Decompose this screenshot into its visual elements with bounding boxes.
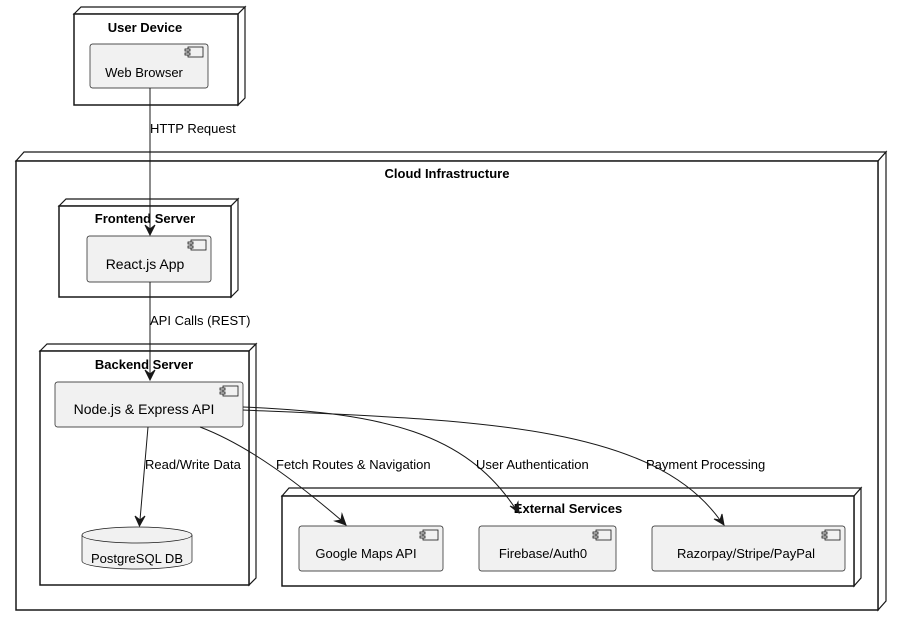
http-request-label: HTTP Request	[150, 121, 236, 136]
edge-user-authentication: User Authentication	[242, 406, 589, 515]
web-browser-component: Web Browser	[89, 43, 209, 89]
postgresql-db-component: PostgreSQL DB	[81, 526, 193, 570]
postgresql-db-label: PostgreSQL DB	[91, 551, 183, 566]
component-icon	[219, 385, 239, 397]
react-app-component: React.js App	[86, 235, 212, 283]
edge-api-calls: API Calls (REST)	[144, 282, 250, 382]
component-icon	[187, 239, 207, 251]
edge-payment-processing: Payment Processing	[242, 409, 765, 526]
google-maps-api-label: Google Maps API	[315, 546, 416, 561]
database-cylinder-icon	[81, 526, 193, 544]
node-express-api-component: Node.js & Express API	[54, 381, 244, 428]
frontend-server-title: Frontend Server	[95, 211, 195, 226]
edge-http-request: HTTP Request	[144, 88, 236, 237]
external-services-title: External Services	[514, 501, 622, 516]
payment-processing-label: Payment Processing	[646, 457, 765, 472]
user-device-title: User Device	[108, 20, 182, 35]
component-icon	[419, 529, 439, 541]
google-maps-api-component: Google Maps API	[298, 525, 444, 572]
user-authentication-label: User Authentication	[476, 457, 589, 472]
payment-gateways-component: Razorpay/Stripe/PayPal	[651, 525, 846, 572]
firebase-auth0-component: Firebase/Auth0	[478, 525, 617, 572]
edge-fetch-routes: Fetch Routes & Navigation	[199, 426, 431, 526]
cloud-infrastructure-title: Cloud Infrastructure	[385, 166, 510, 181]
component-icon	[184, 46, 204, 58]
firebase-auth0-label: Firebase/Auth0	[499, 546, 587, 561]
node-express-api-label: Node.js & Express API	[74, 401, 215, 417]
web-browser-label: Web Browser	[105, 65, 183, 80]
react-app-label: React.js App	[106, 256, 185, 272]
component-icon	[592, 529, 612, 541]
api-calls-label: API Calls (REST)	[150, 313, 250, 328]
read-write-data-label: Read/Write Data	[145, 457, 242, 472]
payment-gateways-label: Razorpay/Stripe/PayPal	[677, 546, 815, 561]
fetch-routes-label: Fetch Routes & Navigation	[276, 457, 431, 472]
edge-read-write-data: Read/Write Data	[134, 426, 242, 528]
component-icon	[821, 529, 841, 541]
backend-server-title: Backend Server	[95, 357, 193, 372]
